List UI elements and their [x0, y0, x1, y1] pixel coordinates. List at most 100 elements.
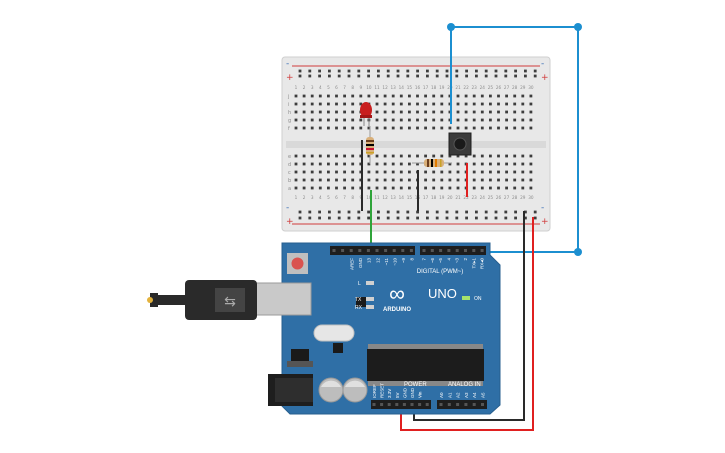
row-letter: d [288, 162, 291, 168]
breadboard-hole [391, 126, 395, 130]
breadboard-hole [298, 74, 302, 78]
breadboard-hole [347, 216, 351, 220]
breadboard-hole [514, 210, 517, 214]
breadboard-hole [327, 110, 330, 114]
breadboard-hole [489, 94, 492, 98]
resistor-horizontal [412, 159, 452, 167]
breadboard-hole [386, 210, 390, 214]
breadboard-hole [472, 110, 476, 114]
breadboard-hole [294, 126, 298, 130]
breadboard-hole [308, 69, 312, 73]
breadboard-hole [448, 110, 452, 114]
breadboard-hole [480, 178, 484, 182]
breadboard-hole [367, 94, 371, 98]
breadboard-hole [310, 118, 314, 122]
rail-minus-bottom-left: - [286, 203, 289, 213]
breadboard-hole [456, 110, 460, 114]
breadboard-hole [529, 186, 533, 190]
column-number: 30 [528, 85, 534, 90]
breadboard-hole [386, 216, 390, 220]
breadboard-hole [472, 154, 476, 158]
breadboard-hole [448, 154, 452, 158]
breadboard-hole [377, 216, 380, 220]
pin-label: 12 [375, 258, 380, 264]
breadboard-hole [435, 69, 439, 73]
breadboard-hole [472, 186, 476, 190]
breadboard-hole [472, 102, 476, 106]
breadboard-hole [497, 102, 500, 106]
breadboard-hole [464, 126, 468, 130]
breadboard-hole [416, 126, 419, 130]
breadboard-hole [367, 210, 370, 214]
pin-label: ~9 [401, 258, 406, 264]
breadboard-hole [399, 102, 403, 106]
row-letter: g [288, 118, 291, 124]
column-number: 17 [423, 85, 429, 90]
breadboard-hole [335, 186, 338, 190]
breadboard-hole [475, 69, 478, 73]
breadboard-hole [357, 210, 361, 214]
led-l [366, 281, 374, 285]
breadboard-hole [529, 178, 533, 182]
header-pin [418, 403, 422, 406]
breadboard-hole [343, 126, 346, 130]
breadboard-hole [302, 162, 306, 166]
breadboard-hole [456, 154, 460, 158]
header-pin [401, 249, 405, 252]
pin-label: A4 [472, 392, 477, 398]
pin-label: A2 [456, 392, 461, 398]
breadboard: + - + - + - + - jihgfedcba11223344556677… [281, 56, 551, 232]
breadboard-hole [298, 216, 302, 220]
breadboard-hole [375, 118, 379, 122]
breadboard-hole [480, 154, 484, 158]
breadboard-hole [294, 94, 298, 98]
breadboard-hole [310, 178, 314, 182]
breadboard-hole [327, 170, 330, 174]
breadboard-hole [497, 186, 500, 190]
breadboard-hole [351, 186, 355, 190]
row-letter: b [288, 178, 291, 184]
breadboard-hole [302, 118, 306, 122]
rail-plus-bottom-right: + [541, 217, 549, 227]
breadboard-hole [383, 118, 387, 122]
breadboard-hole [497, 94, 500, 98]
breadboard-hole [505, 162, 508, 166]
breadboard-hole [391, 162, 395, 166]
breadboard-hole [505, 170, 508, 174]
breadboard-hole [294, 170, 298, 174]
pin-label: 2 [463, 258, 468, 261]
breadboard-hole [310, 126, 314, 130]
breadboard-hole [391, 110, 395, 114]
breadboard-hole [440, 186, 444, 190]
breadboard-hole [386, 69, 390, 73]
breadboard-hole [335, 102, 338, 106]
column-number: 30 [528, 195, 534, 200]
arduino-brand: ARDUINO [383, 307, 411, 313]
breadboard-hole [504, 216, 508, 220]
led-l-label: L [358, 281, 361, 287]
breadboard-hole [440, 94, 444, 98]
breadboard-hole [399, 186, 403, 190]
header-pin [372, 403, 376, 406]
center-channel [286, 141, 546, 148]
breadboard-hole [524, 216, 527, 220]
column-number: 4 [319, 195, 322, 200]
breadboard-hole [399, 118, 403, 122]
microcontroller-chip [367, 349, 484, 381]
breadboard-hole [351, 118, 355, 122]
breadboard-hole [484, 69, 488, 73]
breadboard-hole [337, 69, 341, 73]
column-number: 2 [303, 195, 306, 200]
breadboard-hole [391, 186, 395, 190]
breadboard-hole [521, 118, 525, 122]
column-number: 28 [512, 85, 518, 90]
breadboard-hole [318, 154, 322, 158]
breadboard-hole [480, 170, 484, 174]
breadboard-hole [432, 110, 436, 114]
breadboard-hole [514, 74, 517, 78]
header-pin [480, 249, 484, 252]
header-pin [332, 249, 336, 252]
breadboard-hole [310, 162, 314, 166]
usb-connector [254, 282, 312, 316]
column-number: 10 [366, 195, 372, 200]
